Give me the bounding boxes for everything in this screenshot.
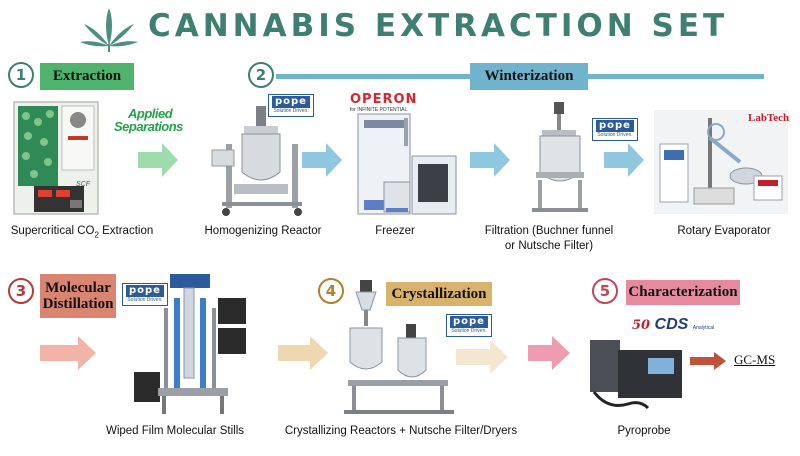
page-title: CANNABIS EXTRACTION SET bbox=[148, 8, 729, 44]
cds-logo-tagline: Analytical bbox=[692, 325, 715, 331]
applied-logo-line2: Separations bbox=[114, 119, 183, 134]
step-4-number: 4 bbox=[318, 278, 344, 304]
winterization-label: Winterization bbox=[470, 63, 588, 90]
arrow-pyroprobe-to-gcms bbox=[690, 352, 726, 370]
pope-logo-3: pope Solution Driven. bbox=[122, 283, 168, 306]
pope-logo-1: pope Solution Driven. bbox=[268, 94, 314, 117]
characterization-label: Characterization bbox=[626, 280, 740, 305]
supercritical-caption-prefix: Supercritical CO bbox=[10, 225, 95, 237]
step-5-number: 5 bbox=[592, 278, 618, 304]
crystallizing-caption: Crystallizing Reactors + Nutsche Filter/… bbox=[284, 425, 518, 437]
molecular-distillation-label-line1: Molecular bbox=[45, 279, 111, 296]
arrow-distillation-to-crystallization bbox=[278, 336, 328, 370]
arrow-freezer-to-filtration bbox=[470, 143, 510, 177]
molecular-distillation-label-line2: Distillation bbox=[42, 296, 114, 312]
arrow-filtration-to-rotary bbox=[604, 143, 644, 177]
rotary-caption: Rotary Evaporator bbox=[677, 225, 771, 237]
homogenizing-reactor-image bbox=[211, 106, 302, 216]
filtration-caption: Filtration (Buchner funnel or Nutsche Fi… bbox=[478, 224, 620, 254]
pope-logo-3-tagline: Solution Driven. bbox=[127, 297, 163, 303]
pope-logo-1-word: pope bbox=[272, 96, 310, 108]
supercritical-extractor-image bbox=[13, 101, 99, 215]
arrow-into-distillation bbox=[40, 336, 96, 370]
supercritical-caption-suffix: Extraction bbox=[98, 225, 154, 237]
wiped-film-caption: Wiped Film Molecular Stills bbox=[105, 425, 245, 437]
pope-logo-3-word: pope bbox=[126, 285, 164, 297]
pope-logo-4: pope Solution Driven. bbox=[446, 314, 492, 337]
arrow-extraction-to-reactor bbox=[138, 143, 178, 177]
operon-logo-word: OPERON bbox=[350, 92, 418, 107]
cds-logo-number: 50 bbox=[632, 318, 651, 333]
arrow-reactor-to-freezer bbox=[302, 143, 342, 177]
pope-logo-1-tagline: Solution Driven. bbox=[273, 108, 309, 114]
applied-separations-logo: Applied Separations bbox=[114, 107, 192, 133]
pyroprobe-image bbox=[590, 340, 682, 410]
wiped-film-still-image bbox=[134, 274, 246, 414]
labtech-logo: LabTech bbox=[748, 112, 790, 124]
rotary-evaporator-image bbox=[659, 118, 783, 205]
pope-logo-4-word: pope bbox=[450, 316, 488, 328]
molecular-distillation-label: Molecular Distillation bbox=[40, 274, 116, 318]
filtration-caption-line2: or Nutsche Filter) bbox=[504, 239, 594, 252]
pyroprobe-caption: Pyroprobe bbox=[617, 425, 671, 437]
pope-logo-2: pope Solution Driven. bbox=[592, 118, 638, 141]
cds-logo: 50 CDS Analytical bbox=[632, 316, 714, 334]
cds-logo-word: CDS bbox=[654, 316, 689, 333]
supercritical-caption: Supercritical CO2 Extraction bbox=[2, 224, 162, 241]
pope-logo-2-tagline: Solution Driven. bbox=[597, 132, 633, 138]
applied-logo-line1: Applied bbox=[128, 106, 173, 121]
homogenizing-caption: Homogenizing Reactor bbox=[204, 225, 322, 237]
step-2-number: 2 bbox=[248, 62, 274, 88]
freezer-image bbox=[357, 113, 457, 215]
crystallization-label: Crystallization bbox=[386, 282, 492, 306]
supercritical-caption-sub: 2 bbox=[94, 230, 99, 240]
filtration-caption-line1: Filtration (Buchner funnel bbox=[484, 225, 614, 237]
pope-logo-2-word: pope bbox=[596, 120, 634, 132]
extraction-label: Extraction bbox=[40, 63, 134, 90]
step-1-number: 1 bbox=[8, 62, 34, 88]
cannabis-leaf-icon bbox=[80, 8, 138, 52]
supercritical-device-text: SCF bbox=[76, 181, 90, 188]
filtration-image bbox=[532, 102, 588, 212]
operon-logo: OPERON for INFINITE POTENTIAL bbox=[350, 92, 417, 113]
freezer-caption: Freezer bbox=[375, 225, 415, 237]
pope-logo-4-tagline: Solution Driven. bbox=[451, 328, 487, 334]
gcms-label: GC-MS bbox=[734, 352, 776, 367]
arrow-into-characterization bbox=[528, 336, 570, 370]
operon-logo-tagline: for INFINITE POTENTIAL bbox=[350, 107, 408, 113]
step-3-number: 3 bbox=[8, 278, 34, 304]
crystallizing-reactor-image bbox=[344, 280, 454, 414]
arrow-crystallization-out bbox=[456, 340, 508, 374]
